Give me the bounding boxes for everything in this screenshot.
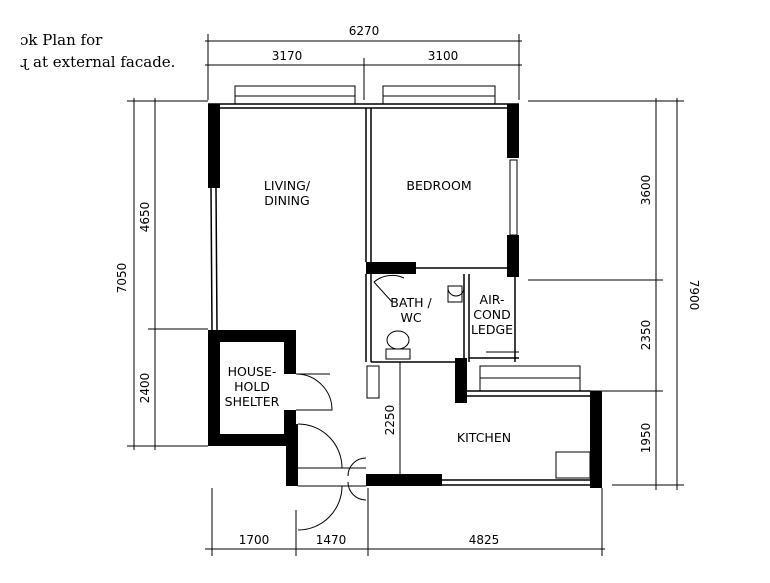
dim-bottom-mid: 1470	[316, 533, 347, 547]
room-household-shelter-3: SHELTER	[225, 394, 280, 409]
room-aircon-ledge-2: COND	[473, 307, 511, 322]
room-bedroom: BEDROOM	[406, 178, 471, 193]
dim-left-lower: 2400	[138, 373, 152, 404]
dim-top-left: 3170	[272, 49, 303, 63]
dim-right-mid: 2350	[639, 320, 653, 351]
caption-line-1: ɔk Plan for	[20, 31, 103, 49]
dim-bottom-left: 1700	[239, 533, 270, 547]
walls	[208, 85, 602, 531]
dim-kitchen-depth: 2250	[383, 405, 397, 436]
room-aircon-ledge-3: LEDGE	[471, 322, 513, 337]
dimension-lines	[127, 34, 684, 556]
dim-top-total: 6270	[349, 24, 380, 38]
room-household-shelter: HOUSE-	[228, 364, 277, 379]
room-living-dining-2: DINING	[264, 193, 309, 208]
dim-top-right: 3100	[428, 49, 459, 63]
room-bath-2: WC	[400, 310, 421, 325]
room-living-dining: LIVING/	[264, 178, 311, 193]
dim-right-total: 7900	[687, 280, 701, 311]
caption-line-2: ɻ at external facade.	[20, 53, 175, 71]
room-bath: BATH /	[390, 295, 432, 310]
room-kitchen: KITCHEN	[457, 430, 511, 445]
room-aircon-ledge: AIR-	[480, 292, 505, 307]
dim-right-top: 3600	[639, 175, 653, 206]
dim-left-upper: 4650	[138, 202, 152, 233]
dim-bottom-right: 4825	[469, 533, 500, 547]
dim-left-total: 7050	[115, 263, 129, 294]
room-household-shelter-2: HOLD	[234, 379, 270, 394]
dim-right-bottom: 1950	[639, 423, 653, 454]
